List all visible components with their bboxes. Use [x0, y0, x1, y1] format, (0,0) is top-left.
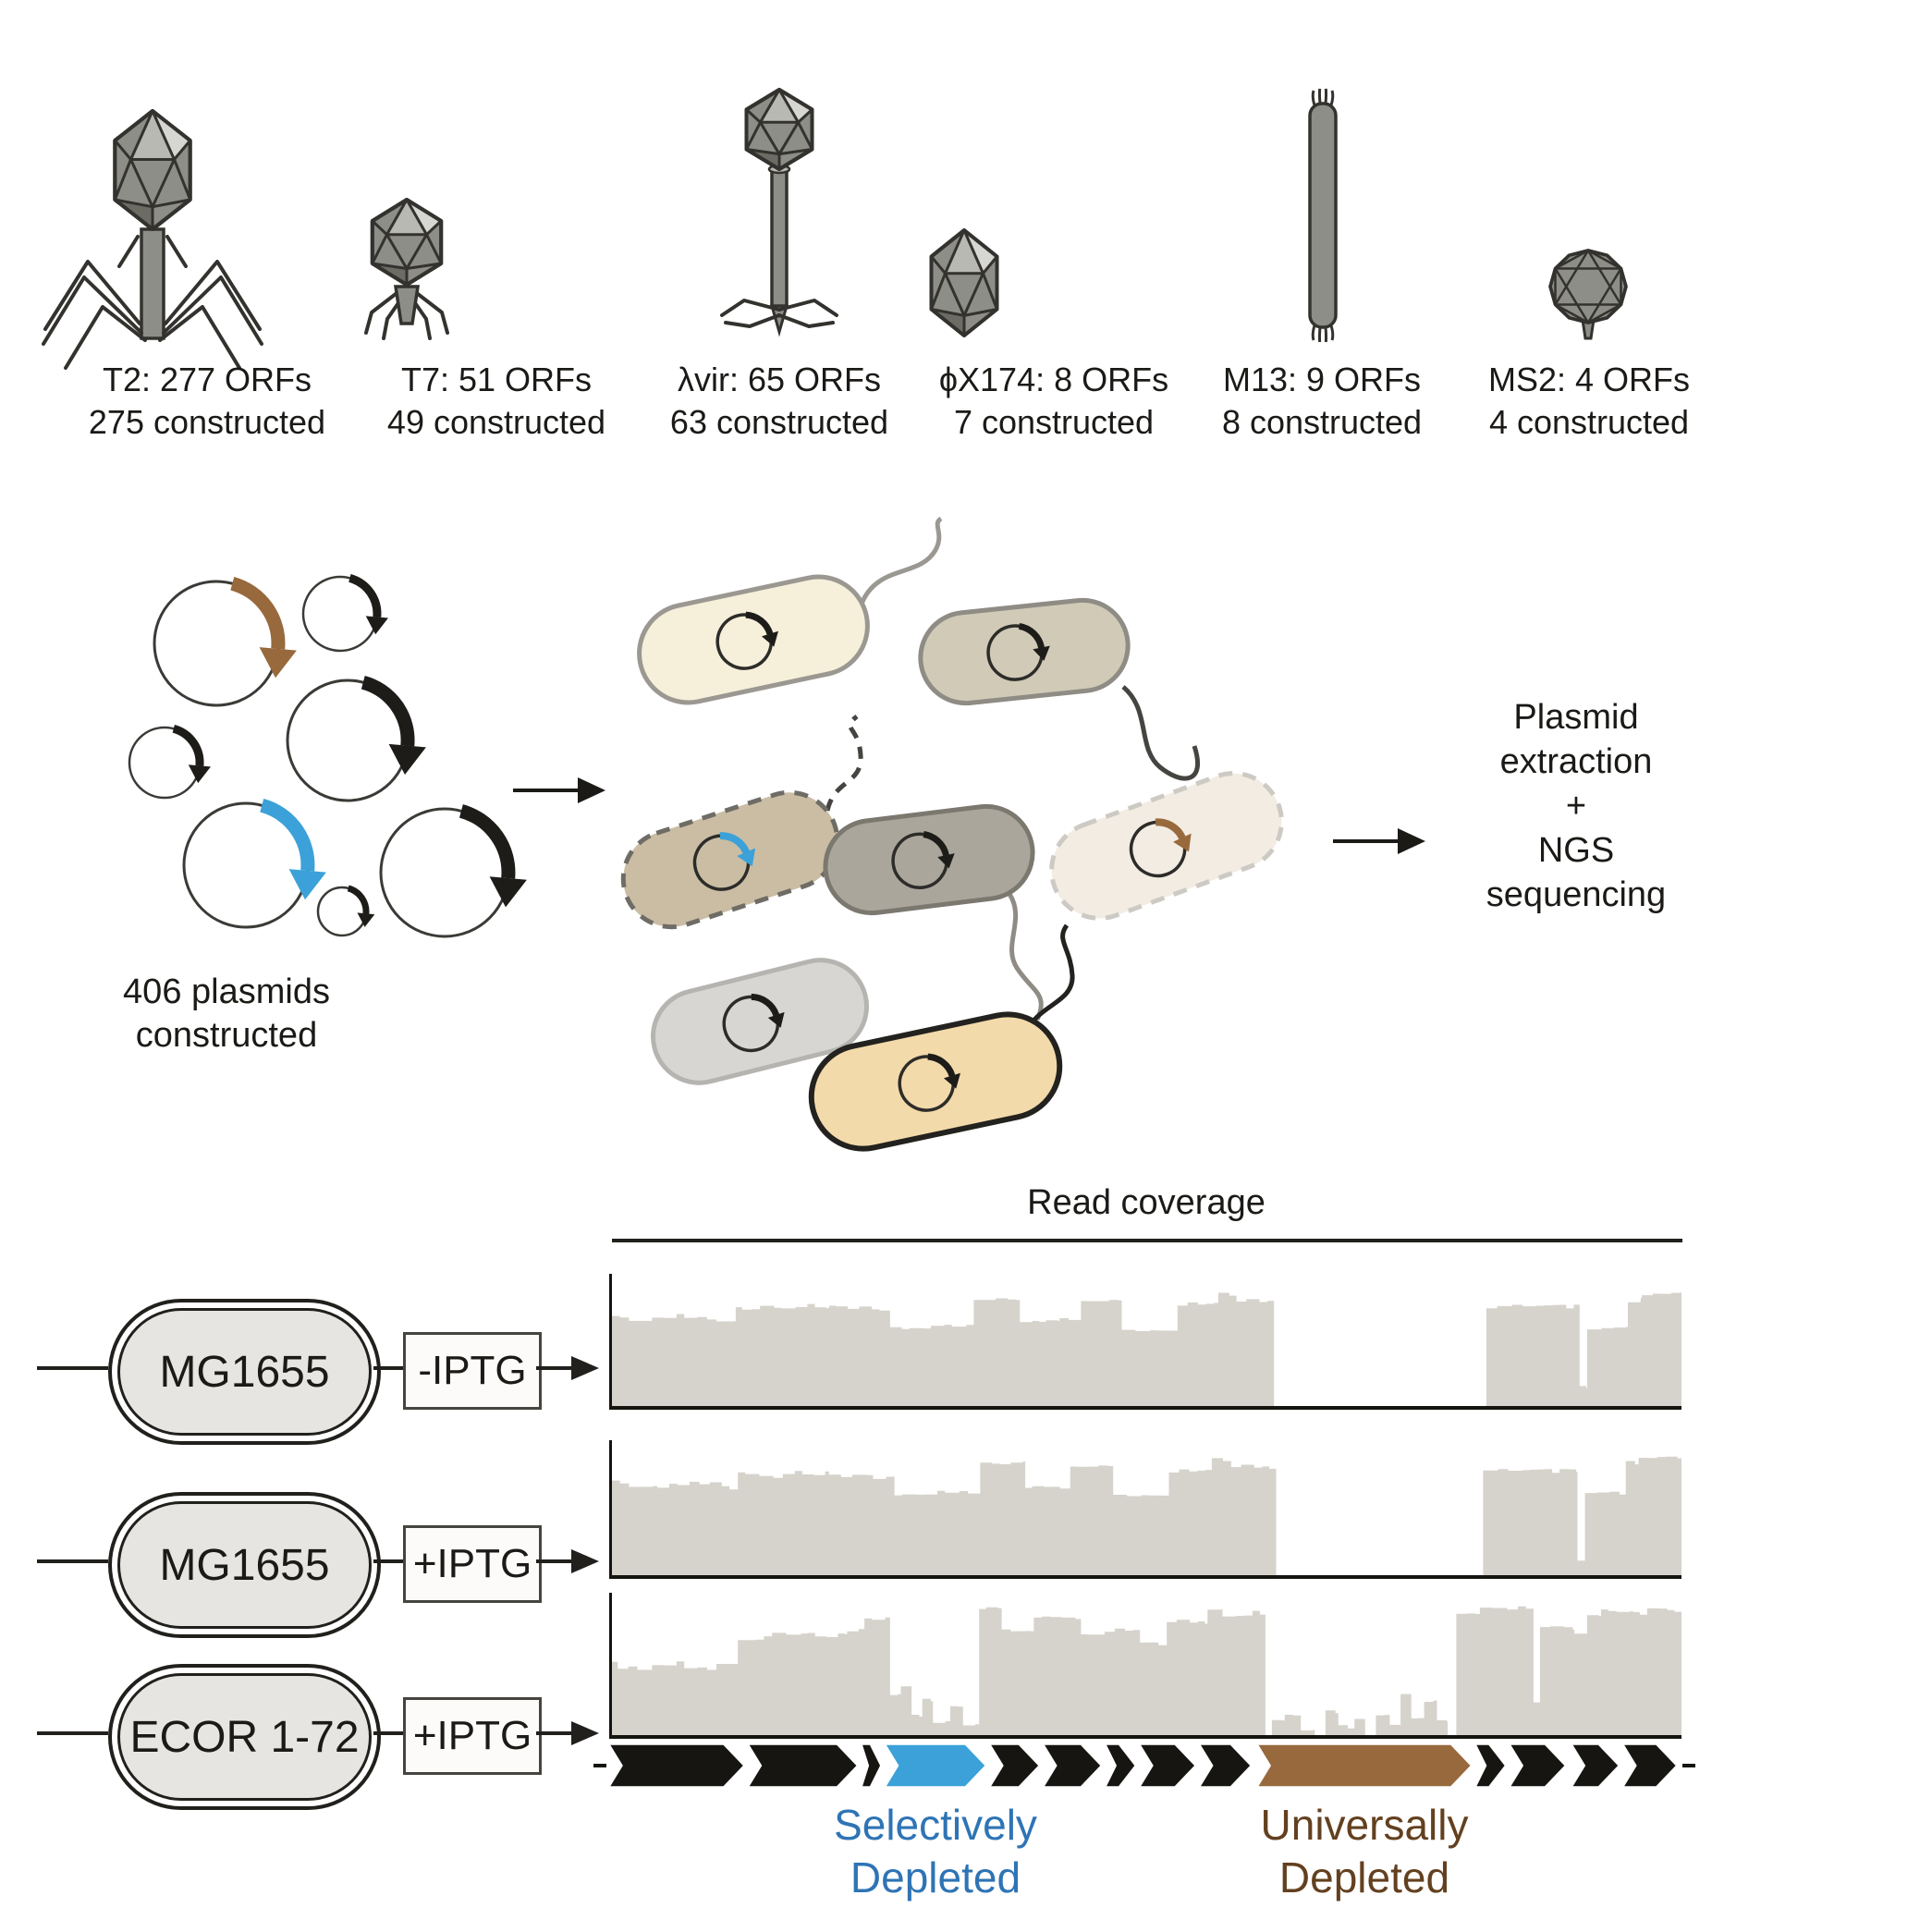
condition-box-minus-iptg: -IPTG	[403, 1332, 542, 1410]
extraction-line: +	[1565, 787, 1587, 825]
strain-pill-mg1655-minus: MG1655	[108, 1299, 381, 1445]
strain-pill-mg1655-plus: MG1655	[108, 1492, 381, 1638]
phage-orf-count: λvir: 65 ORFs	[677, 361, 882, 398]
plasmid-pool-illustration	[128, 574, 527, 938]
phage-constructed-count: 63 constructed	[669, 403, 889, 441]
selectively-depleted-label: Selectively Depleted	[749, 1799, 1122, 1904]
caption-line: constructed	[135, 1016, 318, 1055]
coverage-track-mg1655-minus-iptg	[609, 1274, 1681, 1410]
row-arrow-icon	[571, 1721, 599, 1745]
connector-line	[373, 1559, 403, 1563]
phage-lambda-vir-icon	[720, 88, 838, 337]
connector-line	[37, 1366, 108, 1370]
connector-line	[373, 1366, 403, 1370]
extraction-line: Plasmid	[1513, 698, 1639, 737]
phage-t2-icon	[42, 109, 263, 370]
phage-constructed-count: 4 constructed	[1488, 403, 1690, 441]
universally-depleted-label: Universally Depleted	[1178, 1799, 1551, 1904]
phage-t7-label: T7: 51 ORFs 49 constructed	[358, 359, 635, 444]
connector-line	[37, 1559, 108, 1563]
phage-constructed-count: 49 constructed	[386, 403, 606, 441]
connector-line	[37, 1731, 108, 1735]
phage-m13-icon	[1308, 88, 1338, 343]
connector-line	[536, 1366, 571, 1370]
coverage-track-ecor-plus-iptg	[609, 1593, 1681, 1739]
read-coverage-title: Read coverage	[1027, 1183, 1266, 1222]
phage-lambda-vir-label: λvir: 65 ORFs 63 constructed	[641, 359, 918, 444]
strain-pill-ecor: ECOR 1-72	[108, 1664, 381, 1810]
phage-orf-count: M13: 9 ORFs	[1222, 361, 1422, 398]
phage-ms2-icon	[1548, 249, 1628, 340]
phage-ms2-label: MS2: 4 ORFs 4 constructed	[1450, 359, 1728, 444]
extraction-line: sequencing	[1486, 875, 1667, 914]
label-line: Depleted	[850, 1853, 1021, 1901]
label-line: Selectively	[834, 1801, 1037, 1849]
plasmid-pool-caption: 406 plasmids constructed	[88, 971, 365, 1058]
phage-constructed-count: 8 constructed	[1221, 403, 1423, 441]
phage-t7-icon	[364, 198, 449, 340]
strain-name: MG1655	[159, 1347, 330, 1397]
condition-box-plus-iptg-2: +IPTG	[403, 1697, 542, 1775]
phage-m13-label: M13: 9 ORFs 8 constructed	[1183, 359, 1461, 444]
row-arrow-icon	[571, 1356, 599, 1380]
phage-orf-count: ϕX174: 8 ORFs	[938, 361, 1169, 398]
caption-line: 406 plasmids	[123, 972, 330, 1011]
condition-label: +IPTG	[412, 1541, 532, 1586]
strain-name: ECOR 1-72	[129, 1712, 360, 1762]
condition-label: -IPTG	[418, 1348, 527, 1393]
condition-label: +IPTG	[412, 1713, 532, 1758]
phage-orf-count: T2: 277 ORFs	[102, 361, 312, 398]
connector-line	[536, 1731, 571, 1735]
phage-constructed-count: 275 constructed	[88, 403, 326, 441]
connector-line	[536, 1559, 571, 1563]
host-cells-illustration	[620, 516, 1284, 1152]
phage-orf-count: T7: 51 ORFs	[400, 361, 593, 398]
label-line: Universally	[1260, 1801, 1469, 1849]
coverage-track-mg1655-plus-iptg	[609, 1440, 1681, 1579]
phage-phix174-icon	[929, 228, 999, 337]
extraction-line: NGS	[1537, 831, 1615, 870]
connector-line	[373, 1731, 403, 1735]
strain-name: MG1655	[159, 1540, 330, 1590]
phage-constructed-count: 7 constructed	[953, 403, 1155, 441]
phage-orf-count: MS2: 4 ORFs	[1487, 361, 1691, 398]
extraction-line: extraction	[1499, 742, 1653, 781]
phage-t2-label: T2: 277 ORFs 275 constructed	[68, 359, 346, 444]
label-line: Depleted	[1278, 1853, 1450, 1901]
arrow-to-cells-icon	[513, 777, 605, 803]
extraction-text: Plasmid extraction + NGS sequencing	[1433, 695, 1719, 917]
row-arrow-icon	[571, 1549, 599, 1573]
phage-phix174-label: ϕX174: 8 ORFs 7 constructed	[915, 359, 1192, 444]
read-coverage-rule	[612, 1239, 1682, 1242]
arrow-to-sequencing-icon	[1333, 828, 1425, 854]
condition-box-plus-iptg: +IPTG	[403, 1525, 542, 1603]
gene-arrow-map	[593, 1743, 1695, 1788]
